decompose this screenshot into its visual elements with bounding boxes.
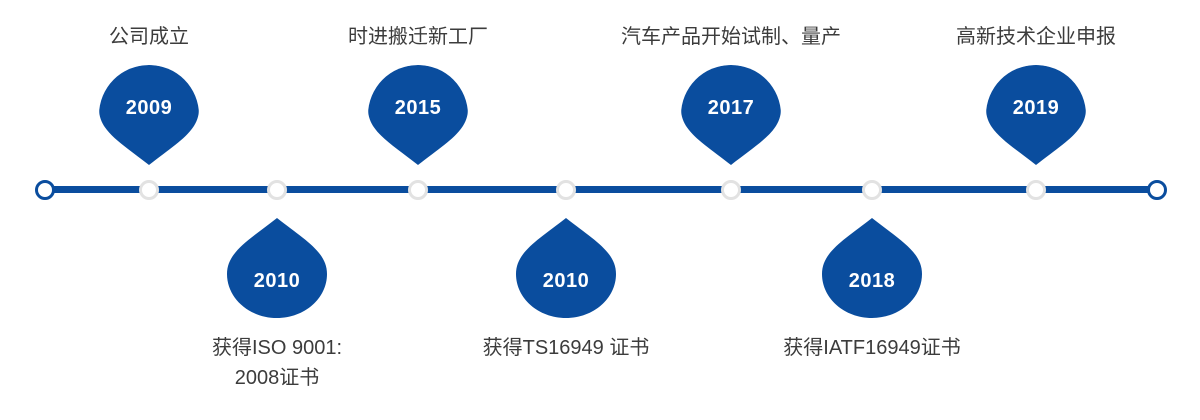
timeline-event-label-1: 获得ISO 9001: 2008证书 xyxy=(211,337,343,389)
timeline-event-label-6: 高新技术企业申报 xyxy=(956,26,1116,48)
timeline-node-6[interactable] xyxy=(1026,180,1046,200)
timeline-pin-2015-2[interactable]: 2015 xyxy=(368,65,468,165)
pin-year-label: 2015 xyxy=(394,97,442,119)
pin-year-label: 2018 xyxy=(848,270,896,292)
pin-year-label: 2010 xyxy=(542,270,590,292)
timeline-node-5[interactable] xyxy=(862,180,882,200)
timeline-event-label-4: 汽车产品开始试制、量产 xyxy=(621,26,841,48)
timeline-node-2[interactable] xyxy=(408,180,428,200)
pin-year-label: 2019 xyxy=(1012,97,1060,119)
timeline-rail xyxy=(45,186,1157,193)
pin-year-label: 2009 xyxy=(125,97,173,119)
timeline-event-label-0: 公司成立 xyxy=(109,26,189,48)
timeline-node-4[interactable] xyxy=(721,180,741,200)
timeline-event-label-3: 获得TS16949 证书 xyxy=(482,337,650,359)
timeline-pin-2009-0[interactable]: 2009 xyxy=(99,65,199,165)
timeline-pin-2018-5[interactable]: 2018 xyxy=(822,218,922,318)
timeline-end-endpoint xyxy=(1147,180,1167,200)
timeline-event-label-5: 获得IATF16949证书 xyxy=(783,337,961,359)
timeline-start-endpoint xyxy=(35,180,55,200)
timeline-node-1[interactable] xyxy=(267,180,287,200)
timeline-node-0[interactable] xyxy=(139,180,159,200)
timeline-pin-2010-3[interactable]: 2010 xyxy=(516,218,616,318)
timeline-pin-2010-1[interactable]: 2010 xyxy=(227,218,327,318)
timeline-event-label-2: 时进搬迁新工厂 xyxy=(348,26,488,48)
pin-year-label: 2010 xyxy=(253,270,301,292)
timeline-pin-2017-4[interactable]: 2017 xyxy=(681,65,781,165)
pin-year-label: 2017 xyxy=(707,97,755,119)
timeline-node-3[interactable] xyxy=(556,180,576,200)
timeline-pin-2019-6[interactable]: 2019 xyxy=(986,65,1086,165)
